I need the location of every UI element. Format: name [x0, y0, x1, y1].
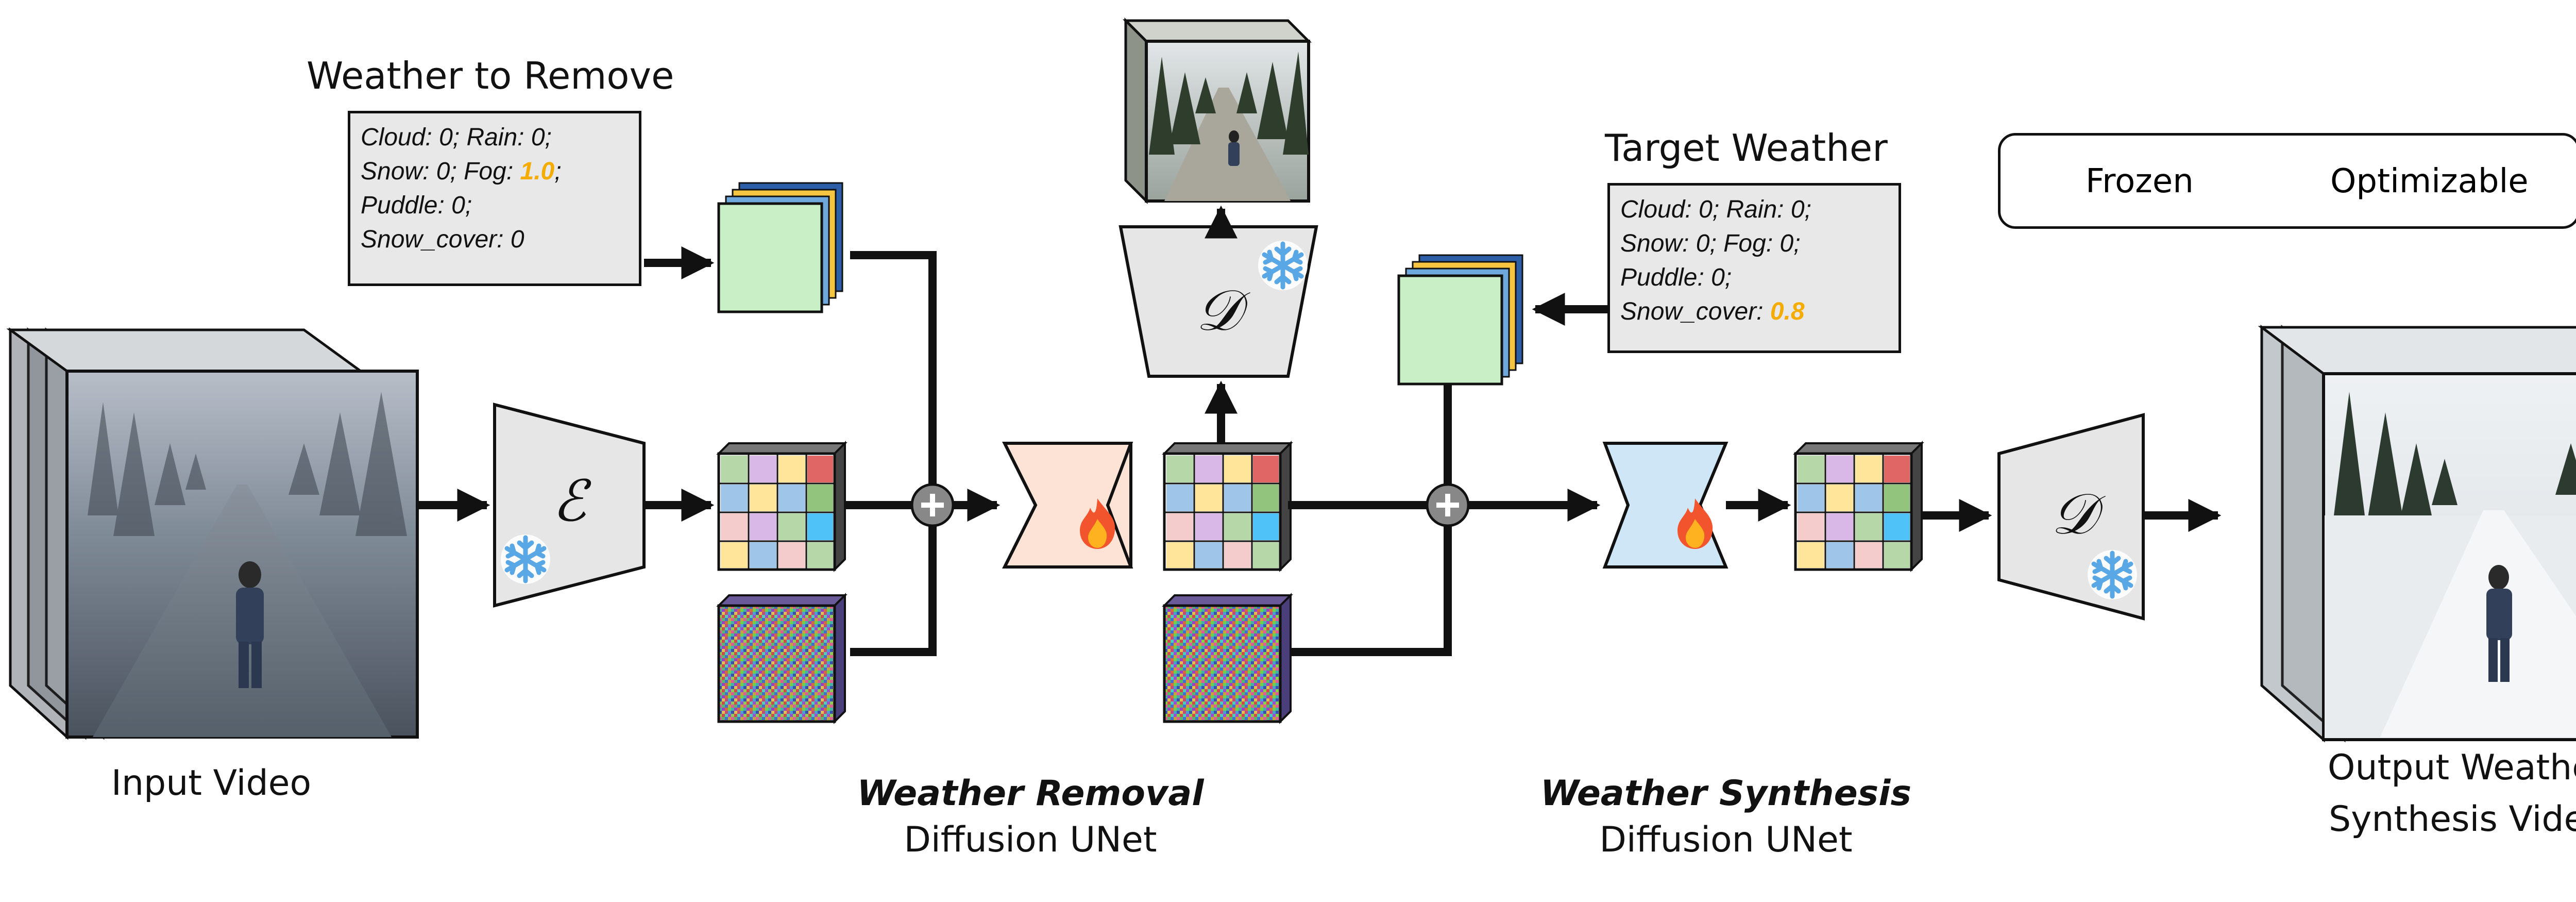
walker-figure-output	[2486, 565, 2512, 682]
weather-removal-subtitle: Diffusion UNet	[904, 820, 1157, 860]
target-cond-line1: Cloud: 0; Rain: 0;	[1620, 196, 1811, 223]
synthesis-decoder-block	[1997, 413, 2145, 621]
clean-video-stack	[1122, 17, 1312, 205]
target-cond-line3: Puddle: 0;	[1620, 264, 1732, 291]
noise-cube-1	[719, 595, 845, 722]
legend-box: Frozen Optimizable	[1998, 133, 2576, 229]
noise-cube-2	[1164, 595, 1291, 722]
target-condition-box: Cloud: 0; Rain: 0; Snow: 0; Fog: 0; Pudd…	[1607, 183, 1901, 353]
remove-cond-line2: Snow: 0; Fog: 1.0;	[361, 158, 562, 185]
frozen-snowflake-icon	[2088, 550, 2137, 599]
target-condition-embedding	[1399, 255, 1522, 384]
weather-removal-unet	[1002, 442, 1133, 569]
frozen-snowflake-icon	[1258, 241, 1308, 290]
remove-condition-embedding	[719, 183, 842, 312]
removal-output-latent-cube	[1164, 443, 1291, 570]
encoder-block	[493, 403, 646, 608]
legend-optimizable-label: Optimizable	[2330, 162, 2529, 201]
weather-removal-title: Weather Removal	[857, 773, 1204, 814]
input-video-frame	[65, 370, 419, 739]
add-node-2	[1426, 483, 1470, 527]
input-latent-cube	[719, 443, 845, 570]
walker-figure	[236, 561, 264, 688]
output-video-stack	[2258, 325, 2576, 743]
target-cond-line2: Snow: 0; Fog: 0;	[1620, 230, 1801, 257]
input-video-stack	[6, 327, 419, 740]
remove-cond-line1: Cloud: 0; Rain: 0;	[361, 124, 552, 151]
remove-condition-box: Cloud: 0; Rain: 0; Snow: 0; Fog: 1.0; Pu…	[348, 111, 641, 286]
output-video-label-line2: Synthesis Video	[2329, 799, 2576, 840]
target-cond-line4: Snow_cover: 0.8	[1620, 298, 1805, 325]
output-video-frame	[2322, 372, 2576, 741]
weather-synthesis-subtitle: Diffusion UNet	[1599, 820, 1853, 860]
remove-cond-line4: Snow_cover: 0	[361, 226, 524, 253]
weather-synthesis-title: Weather Synthesis	[1540, 773, 1911, 814]
synthesis-output-latent-cube	[1795, 443, 1922, 570]
frozen-snowflake-icon	[501, 534, 550, 584]
removal-decoder-block	[1118, 225, 1318, 378]
weather-to-remove-title: Weather to Remove	[307, 54, 674, 97]
target-weather-title: Target Weather	[1605, 126, 1888, 170]
add-node-1	[910, 483, 955, 527]
weather-synthesis-unet	[1602, 442, 1728, 569]
connector-lines	[417, 246, 1001, 656]
output-video-label-line1: Output Weather	[2327, 747, 2576, 788]
remove-cond-line3: Puddle: 0;	[361, 192, 472, 219]
encoder-symbol: ℰ	[552, 468, 592, 534]
input-video-label: Input Video	[111, 763, 312, 804]
legend-frozen-label: Frozen	[2086, 162, 2194, 201]
